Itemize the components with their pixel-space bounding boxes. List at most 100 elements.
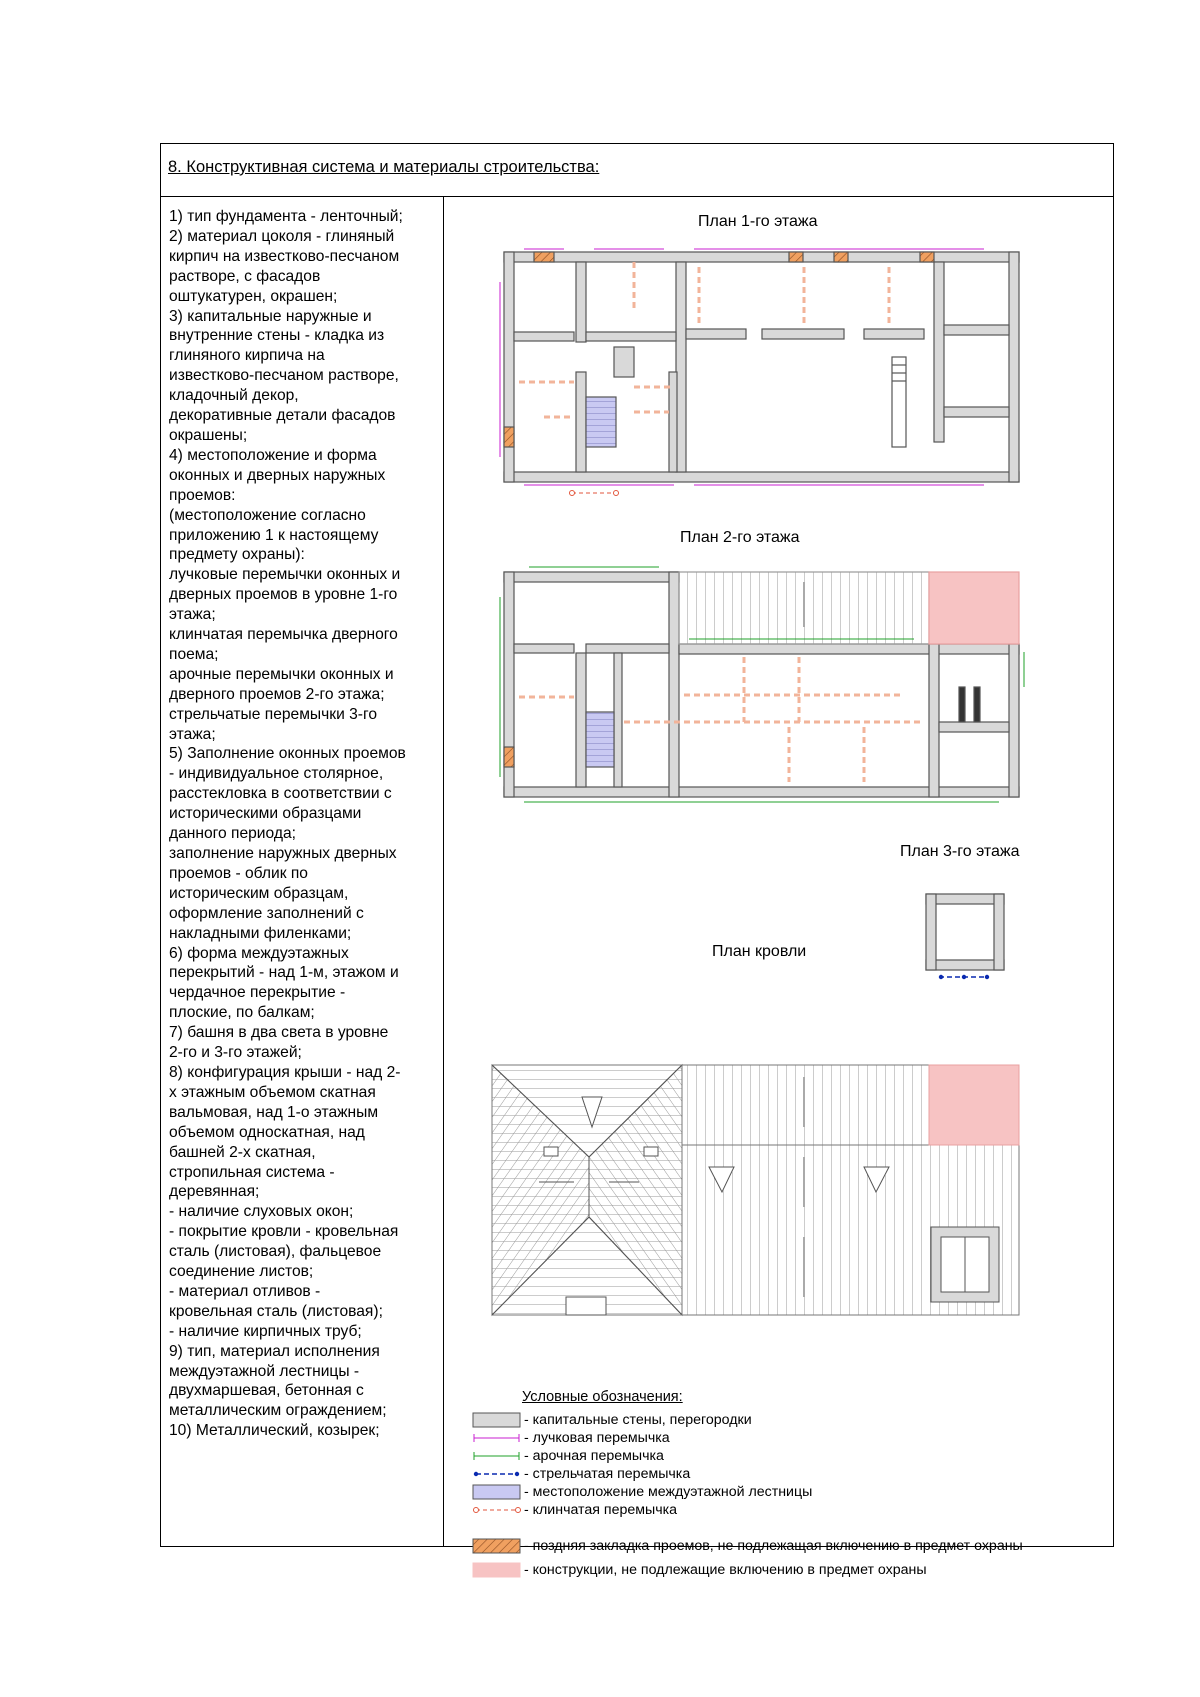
description-line: историческим образцам,: [169, 884, 349, 902]
description-line: 2-го и 3-го этажей;: [169, 1044, 302, 1062]
wedge-lintel-icon: [473, 1507, 521, 1513]
floor3-pointed-lintels: [938, 974, 990, 980]
legend-item-staircase: - местоположение междуэтажной лестницы: [472, 1483, 1112, 1501]
description-line: этажа;: [169, 725, 216, 743]
description-line: - покрытие кровли - кровельная: [169, 1223, 399, 1241]
description-line: оформление заполнений с: [169, 904, 364, 922]
segmental-lintel-icon: [473, 1434, 520, 1442]
floor2-plan: [503, 571, 1020, 798]
description-line: стрельчатые перемычки 3-го: [169, 705, 378, 723]
floor1-plan: [503, 251, 1020, 483]
description-line: накладными филенками;: [169, 924, 352, 942]
legend-item-pointed-lintel: - стрельчатая перемычка: [472, 1465, 1112, 1483]
description-line: вальмовая, над 1-о этажным: [169, 1103, 379, 1121]
floor1-plan-title: План 1-го этажа: [698, 213, 818, 230]
description-line: расстекловка в соответствии с: [169, 785, 392, 803]
description-line: декоративные детали фасадов: [169, 407, 396, 425]
description-line: - индивидуальное столярное,: [169, 765, 384, 783]
description-line: лучковые перемычки оконных и: [169, 566, 401, 584]
non-protected-swatch-icon: [472, 1562, 521, 1578]
legend-title: Условные обозначения:: [522, 1389, 683, 1405]
section-header: 8. Конструктивная система и материалы ст…: [161, 144, 1113, 197]
description-line: чердачное перекрытие -: [169, 984, 346, 1002]
description-line: сталь (листовая), фальцевое: [169, 1243, 382, 1261]
description-column: 1) тип фундамента - ленточный; 2) материа…: [161, 197, 444, 1546]
description-line: оштукатурен, окрашен;: [169, 287, 338, 305]
floor3-plan: [925, 893, 1005, 971]
legend-item-wedge-lintel: - клинчатая перемычка: [472, 1501, 1112, 1519]
legend-item-wall: - капитальные стены, перегородки: [472, 1411, 1112, 1429]
pointed-lintel-icon: [473, 1471, 520, 1477]
description-line: 5) Заполнение оконных проемов: [169, 745, 406, 763]
description-line: х этажным объемом скатная: [169, 1083, 376, 1101]
description-line: 8) конфигурация крыши - над 2-: [169, 1063, 401, 1081]
description-line: 10) Металлический, козырек;: [169, 1422, 380, 1440]
drawings-column: План 1-го этажа План 2-го этажа План 3-г…: [444, 197, 1113, 1578]
wall-swatch-icon: [472, 1412, 521, 1428]
description-line: соединение листов;: [169, 1263, 314, 1281]
description-line: кровельная сталь (листовая);: [169, 1302, 383, 1320]
description-line: междуэтажной лестницы -: [169, 1362, 360, 1380]
description-line: металлическим ограждением;: [169, 1402, 387, 1420]
description-line: 4) местоположение и форма: [169, 446, 377, 464]
document-frame: 8. Конструктивная система и материалы ст…: [160, 143, 1114, 1578]
description-line: поема;: [169, 645, 219, 663]
description-line: предмету охраны):: [169, 546, 305, 564]
description-line: башней 2-х скатная,: [169, 1143, 316, 1161]
description-line: двухмаршевая, бетонная с: [169, 1382, 364, 1400]
roof-plan: [491, 1063, 1020, 1317]
floor1-segmental-lintels: [499, 248, 984, 486]
description-line: внутренние стены - кладка из: [169, 327, 385, 345]
description-line: этажа;: [169, 606, 216, 624]
description-line: 9) тип, материал исполнения: [169, 1342, 380, 1360]
staircase-swatch-icon: [472, 1484, 521, 1500]
description-line: дверных проемов в уровне 1-го: [169, 586, 398, 604]
legend-item-arched-lintel: - арочная перемычка: [472, 1447, 1112, 1465]
description-line: приложению 1 к настоящему: [169, 526, 379, 544]
description-line: глиняного кирпича на: [169, 347, 325, 365]
legend-item-late-infill: - поздняя закладка проемов, не подлежаща…: [472, 1537, 1112, 1555]
floor2-arched-lintels: [499, 566, 1025, 803]
description-line: дверного проемов 2-го этажа;: [169, 685, 385, 703]
floor3-plan-title: План 3-го этажа: [900, 843, 1020, 860]
plans-drawing: [491, 248, 1025, 1317]
description-line: 3) капитальные наружные и: [169, 307, 372, 325]
description-line: - материал отливов -: [169, 1282, 321, 1300]
description-line: - наличие кирпичных труб;: [169, 1322, 362, 1340]
floor2-plan-title: План 2-го этажа: [680, 529, 800, 546]
floor1-removable-partitions: [519, 262, 891, 419]
description-line: кладочный декор,: [169, 387, 299, 405]
description-line: данного периода;: [169, 825, 296, 843]
description-line: (местоположение согласно: [169, 506, 366, 524]
late-infill-swatch-icon: [472, 1538, 521, 1554]
description-line: известково-песчаном растворе,: [169, 367, 399, 385]
description-line: 7) башня в два света в уровне: [169, 1024, 389, 1042]
description-line: окрашены;: [169, 426, 248, 444]
description-text: 1) тип фундамента - ленточный; 2) материа…: [169, 207, 443, 1441]
description-line: проемов:: [169, 486, 236, 504]
description-line: - наличие слуховых окон;: [169, 1203, 354, 1221]
floor1-wedge-lintel: [569, 490, 619, 496]
description-line: перекрытий - над 1-м, этажом и: [169, 964, 399, 982]
description-line: проемов - облик по: [169, 864, 308, 882]
arched-lintel-icon: [473, 1452, 520, 1460]
description-line: 6) форма междуэтажных: [169, 944, 349, 962]
description-line: заполнение наружных дверных: [169, 845, 397, 862]
description-line: плоские, по балкам;: [169, 1004, 315, 1022]
description-line: деревянная;: [169, 1183, 260, 1201]
legend-item-segmental-lintel: - лучковая перемычка: [472, 1429, 1112, 1447]
description-line: 2) материал цоколя - глиняный: [169, 227, 395, 245]
description-line: кирпич на известково-песчаном: [169, 247, 400, 265]
description-line: историческими образцами: [169, 805, 362, 823]
description-line: арочные перемычки оконных и: [169, 665, 394, 683]
description-line: оконных и дверных наружных: [169, 466, 386, 484]
description-line: объемом односкатная, над: [169, 1123, 365, 1141]
description-line: 1) тип фундамента - ленточный;: [169, 208, 403, 225]
description-line: клинчатая перемычка дверного: [169, 626, 398, 644]
description-line: растворе, с фасадов: [169, 267, 321, 285]
legend-item-non-protected: - конструкции, не подлежащие включению в…: [472, 1561, 1112, 1579]
roof-plan-title: План кровли: [712, 943, 807, 960]
description-line: стропильная система -: [169, 1163, 335, 1181]
floor2-removable-partitions: [519, 657, 924, 782]
section-title: 8. Конструктивная система и материалы ст…: [168, 158, 600, 176]
